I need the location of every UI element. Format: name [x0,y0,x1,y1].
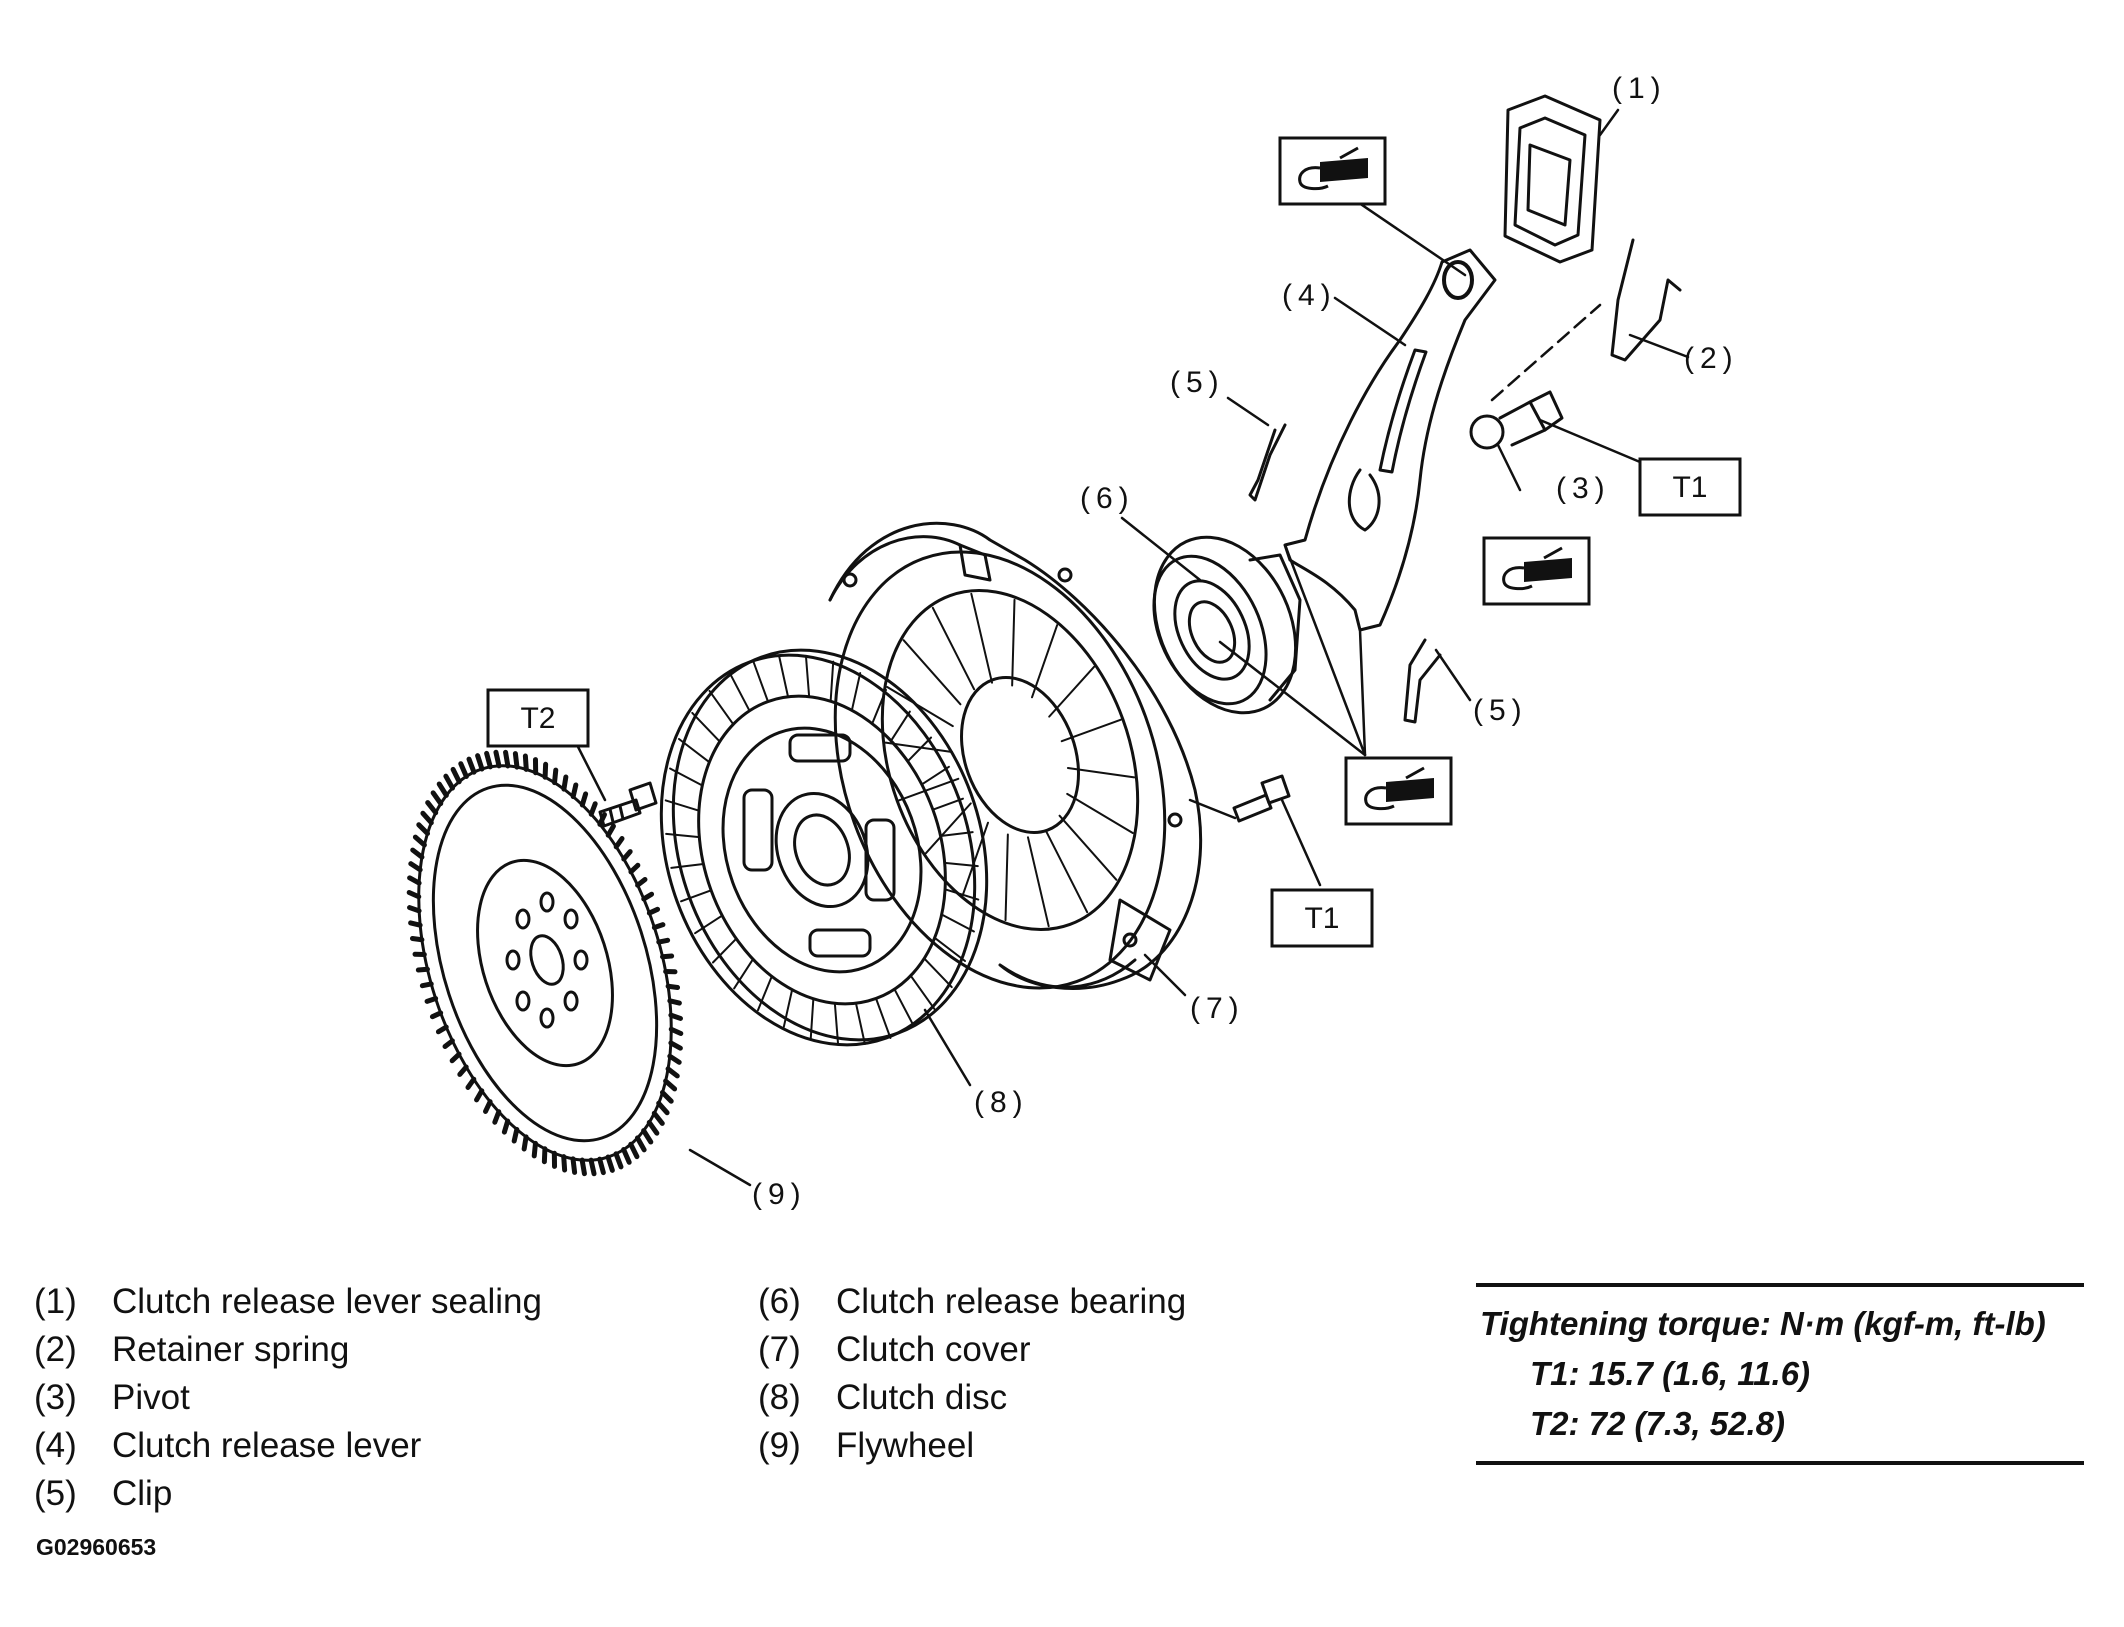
legend-item: (8)Clutch disc [758,1378,1008,1417]
torque-spec-table: Tightening torque: N·m (kgf-m, ft-lb) T1… [1476,1283,2084,1465]
release-bearing-part [1152,535,1302,715]
figure-code: G02960653 [36,1534,157,1560]
clutch-cover-part [828,521,1203,990]
callout-6: (6) [1080,482,1135,515]
callout-5-upper: (5) [1170,366,1225,399]
callout-1: (1) [1612,72,1667,105]
retainer-spring-part [1610,238,1682,362]
clutch-disc-part [659,648,989,1047]
flywheel-bolt [598,781,658,828]
torque-title: Tightening torque: N·m (kgf-m, ft-lb) [1480,1305,2046,1342]
svg-text:T2: T2 [520,702,555,735]
svg-text:T1: T1 [1672,471,1707,504]
svg-text:T1: T1 [1304,902,1339,935]
callout-7: (7) [1190,992,1245,1025]
grease-icon [1344,756,1453,826]
legend-item: (1)Clutch release lever sealing [34,1282,542,1321]
legend-item: (9)Flywheel [758,1426,975,1465]
legend-item: (5)Clip [34,1474,173,1513]
flywheel-part [406,749,684,1177]
torque-spec-t2: T2: 72 (7.3, 52.8) [1530,1405,1785,1442]
parts-legend-left: (1)Clutch release lever sealing (2)Retai… [34,1278,542,1518]
leader-lines [570,108,1690,1187]
legend-item: (2)Retainer spring [34,1330,350,1369]
clip-upper-part [1248,423,1287,502]
torque-box-t2: T2 [486,688,590,748]
callout-5-lower: (5) [1473,694,1528,727]
pivot-part [1469,390,1564,450]
cover-bolt [1232,774,1291,823]
callout-2: (2) [1684,342,1739,375]
clutch-exploded-diagram: (1) (2) (3) (4) (5) (5) (6) (7) (8) (9) … [406,72,1742,1211]
legend-item: (3)Pivot [34,1378,190,1417]
callout-8: (8) [974,1086,1029,1119]
lever-sealing-part [1503,94,1602,264]
clip-lower-part [1403,638,1442,724]
torque-spec-t1: T1: 15.7 (1.6, 11.6) [1530,1355,1811,1392]
legend-item: (7)Clutch cover [758,1330,1031,1369]
callout-9: (9) [752,1178,807,1211]
torque-box-t1-lower: T1 [1270,888,1374,948]
legend-item: (6)Clutch release bearing [758,1282,1187,1321]
parts-legend-right: (6)Clutch release bearing (7)Clutch cove… [758,1278,1186,1470]
legend-item: (4)Clutch release lever [34,1426,422,1465]
grease-icon [1278,136,1387,206]
callout-3: (3) [1556,472,1611,505]
torque-box-t1-upper: T1 [1638,457,1742,517]
damper-springs [742,733,896,958]
callout-4: (4) [1282,279,1337,312]
grease-icon [1482,536,1591,606]
